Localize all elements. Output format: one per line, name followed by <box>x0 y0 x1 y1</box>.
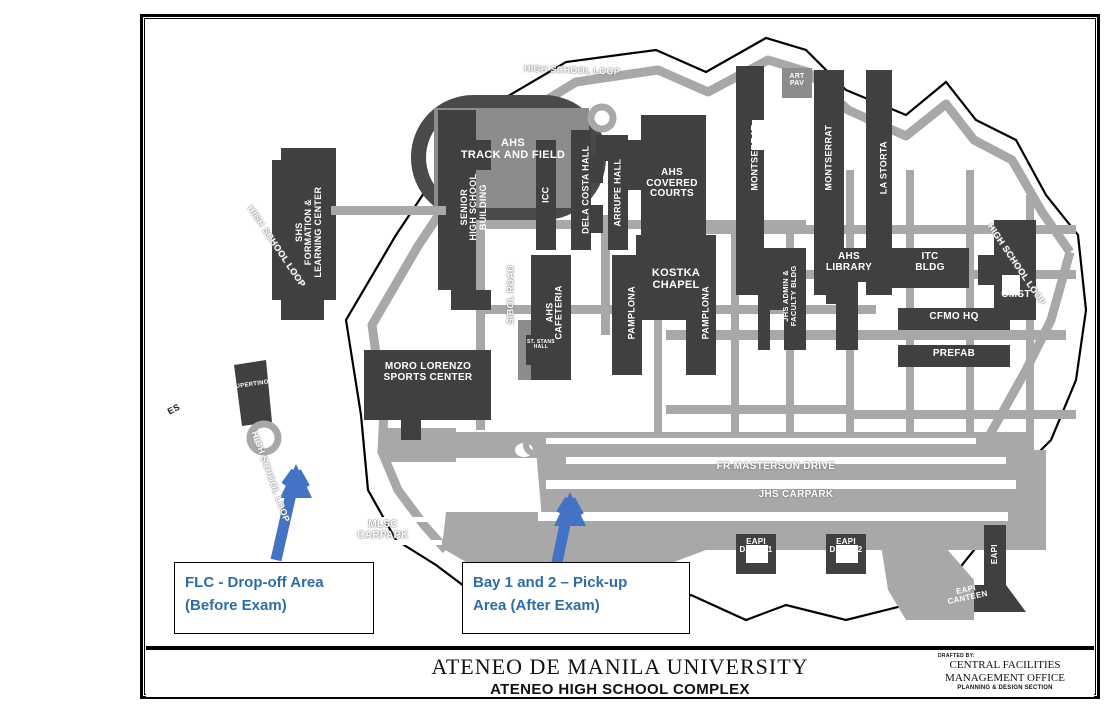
map-vector-layer <box>234 36 1088 622</box>
bldg-jhs-admin <box>758 248 806 350</box>
callout-flc-line1: FLC - Drop-off Area <box>185 574 324 591</box>
bldg-art-pav <box>782 68 812 98</box>
bldg-dcl-wing2 <box>591 205 603 233</box>
title-block: ATENEO DE MANILA UNIVERSITY ATENEO HIGH … <box>146 646 1094 698</box>
ground-jhs-carpark-area <box>536 450 1046 565</box>
bldg-stans-hall <box>526 335 556 365</box>
carpark-stripe-1 <box>566 457 1006 464</box>
bldg-dela-costa-hall <box>571 130 591 250</box>
bldg-pamplona-1 <box>612 255 642 375</box>
walk-h7 <box>666 405 846 414</box>
bldg-eapi-dorm-2-court <box>836 545 858 563</box>
ground-mlsc-carpark-area <box>442 512 566 568</box>
arrow-bay-pickup <box>547 492 586 584</box>
callout-bay-line1: Bay 1 and 2 – Pick-up <box>473 574 628 591</box>
walk-eapi <box>666 525 966 534</box>
drafted-by-line2: MANAGEMENT OFFICE <box>945 671 1065 684</box>
bldg-icc <box>536 140 556 250</box>
callout-bay-pickup[interactable]: Bay 1 and 2 – Pick-up Area (After Exam) <box>462 562 690 634</box>
title-block-center: ATENEO DE MANILA UNIVERSITY ATENEO HIGH … <box>146 654 1094 698</box>
walk-h3 <box>666 330 1066 340</box>
bldg-ahs-library <box>822 248 876 350</box>
bldg-prefab <box>898 345 1010 367</box>
mlsc-stripe-1 <box>348 517 438 522</box>
bldg-cupertino <box>234 360 272 426</box>
arrow-flc-dropoff <box>270 464 312 562</box>
campus-map-canvas: AHS TRACK AND FIELD AHS COVERED COURTS K… <box>146 20 1094 645</box>
bldg-eapi <box>984 525 1006 593</box>
walk-v3 <box>731 220 739 435</box>
carpark-stripe-4 <box>546 438 976 444</box>
roundabout-center <box>523 434 545 456</box>
callout-bay-line2: Area (After Exam) <box>473 597 600 615</box>
bldg-dcl-wing1 <box>591 155 603 183</box>
carpark-island-2 <box>515 482 533 494</box>
carpark-stripe-2 <box>546 480 1016 489</box>
complex-name: ATENEO HIGH SCHOOL COMPLEX <box>490 681 750 698</box>
walk-v-sibol <box>654 220 662 435</box>
callout-flc-dropoff[interactable]: FLC - Drop-off Area (Before Exam) <box>174 562 374 634</box>
roundabout-north <box>587 103 617 133</box>
link-bridge <box>331 206 446 215</box>
drafted-by-label: DRAFTED BY: <box>938 653 975 659</box>
walk-h6 <box>846 410 1076 419</box>
walk-v7 <box>966 170 974 435</box>
callout-flc-line2: (Before Exam) <box>185 597 287 615</box>
walk-v1 <box>476 215 485 430</box>
bldg-montserrat-1 <box>736 66 764 295</box>
bldg-eapi-dorm-1-court <box>746 545 768 563</box>
university-name: ATENEO DE MANILA UNIVERSITY <box>431 654 809 679</box>
bldg-arrupe-hall <box>608 135 628 250</box>
drafted-by-line1: CENTRAL FACILITIES <box>949 659 1061 671</box>
mlsc-stripe-2 <box>342 540 442 545</box>
road-hs-loop-southwest <box>377 411 450 553</box>
walk-v2 <box>601 215 610 335</box>
bldg-montserrat-2 <box>814 70 844 295</box>
bldg-pamplona-2 <box>686 255 716 375</box>
bldg-cmst <box>978 220 1036 320</box>
walk-v6 <box>906 170 914 435</box>
bldg-arrupe-wing <box>596 135 608 161</box>
bldg-senior-high <box>438 110 491 310</box>
bldg-itc <box>891 248 969 288</box>
bldg-moro-lorenzo <box>364 350 491 440</box>
bldg-cfmo-hq <box>898 308 1010 330</box>
roundabout-west <box>246 420 282 456</box>
drafted-by-block: DRAFTED BY: CENTRAL FACILITIES MANAGEMEN… <box>930 653 1080 691</box>
carpark-stripe-3 <box>538 512 1008 521</box>
ground-eapi-area <box>881 545 974 620</box>
bldg-cmst-court <box>1002 275 1020 295</box>
bldg-shs-flc <box>272 148 336 320</box>
drafted-by-line3: PLANNING & DESIGN SECTION <box>957 685 1053 692</box>
